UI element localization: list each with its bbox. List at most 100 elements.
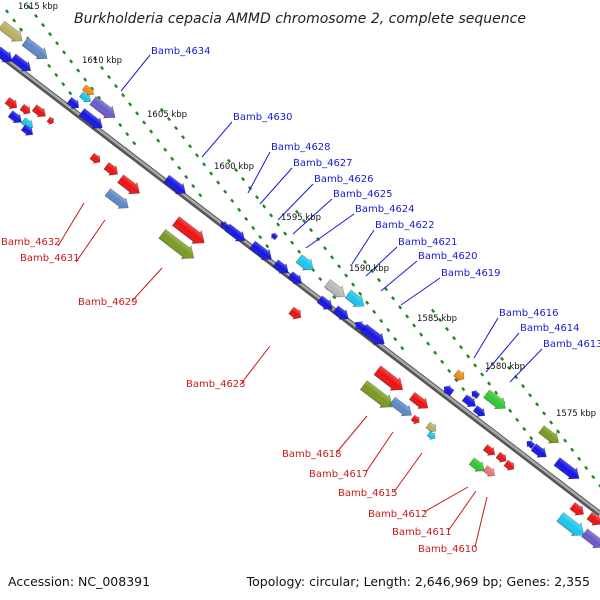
- gene-arrow[interactable]: [78, 91, 94, 105]
- gene-arrow[interactable]: [249, 240, 276, 265]
- gene-arrow[interactable]: [359, 379, 397, 414]
- tick-mark: [226, 158, 232, 164]
- gene-arrow[interactable]: [389, 396, 416, 421]
- gene-label[interactable]: Bamb_4624: [355, 204, 415, 215]
- gene-arrow[interactable]: [372, 364, 407, 396]
- gene-arrow[interactable]: [272, 258, 292, 277]
- gene-arrow[interactable]: [453, 369, 468, 384]
- gene-arrow[interactable]: [468, 456, 488, 475]
- gene-arrow[interactable]: [426, 430, 437, 441]
- gene-arrow[interactable]: [81, 84, 97, 98]
- gene-arrow[interactable]: [530, 442, 550, 461]
- gene-arrow[interactable]: [553, 456, 584, 484]
- gene-arrow[interactable]: [103, 161, 121, 179]
- gene-arrow[interactable]: [31, 103, 49, 120]
- gene-arrow[interactable]: [46, 116, 56, 126]
- tick-mark: [549, 420, 554, 425]
- gene-arrow[interactable]: [359, 323, 388, 350]
- gene-label[interactable]: Bamb_4630: [233, 112, 293, 123]
- tick-mark: [255, 195, 260, 200]
- gene-arrow[interactable]: [20, 123, 36, 138]
- gene-label[interactable]: Bamb_4622: [375, 220, 435, 231]
- gene-label[interactable]: Bamb_4621: [398, 237, 458, 248]
- gene-arrow[interactable]: [316, 294, 336, 313]
- gene-arrow[interactable]: [555, 511, 589, 542]
- gene-label[interactable]: Bamb_4625: [333, 189, 393, 200]
- tick-label: 1605 kbp: [147, 110, 187, 120]
- gene-arrow[interactable]: [0, 20, 27, 47]
- gene-label[interactable]: Bamb_4626: [314, 174, 374, 185]
- gene-arrow[interactable]: [218, 219, 230, 231]
- gene-arrow[interactable]: [441, 383, 455, 397]
- gene-label[interactable]: Bamb_4634: [151, 46, 211, 57]
- gene-arrow[interactable]: [7, 109, 25, 126]
- leader-line: [201, 121, 233, 158]
- gene-arrow[interactable]: [586, 511, 600, 529]
- gene-arrow[interactable]: [482, 443, 498, 458]
- gene-arrow[interactable]: [19, 103, 33, 117]
- gene-label[interactable]: Bamb_4618: [282, 449, 342, 460]
- gene-arrow[interactable]: [88, 95, 119, 124]
- gene-arrow[interactable]: [569, 501, 587, 519]
- gene-arrow[interactable]: [410, 414, 422, 426]
- gene-arrow[interactable]: [408, 391, 432, 413]
- gene-arrow[interactable]: [116, 173, 144, 199]
- gene-label[interactable]: Bamb_4631: [20, 253, 80, 264]
- map-title: Burkholderia cepacia AMMD chromosome 2, …: [74, 11, 526, 27]
- gene-arrow[interactable]: [580, 527, 600, 553]
- gene-arrow[interactable]: [323, 278, 349, 302]
- gene-label[interactable]: Bamb_4614: [520, 323, 580, 334]
- gene-arrow[interactable]: [288, 306, 305, 323]
- gene-arrow[interactable]: [425, 421, 439, 435]
- gene-arrow[interactable]: [4, 96, 20, 112]
- tick-mark: [454, 377, 459, 383]
- gene-label[interactable]: Bamb_4611: [392, 527, 452, 538]
- gene-label[interactable]: Bamb_4627: [293, 158, 353, 169]
- gene-arrow[interactable]: [482, 388, 510, 414]
- gene-arrow[interactable]: [495, 451, 509, 465]
- tick-mark: [76, 68, 81, 73]
- gene-label[interactable]: Bamb_4629: [78, 297, 138, 308]
- gene-arrow[interactable]: [472, 404, 488, 419]
- gene-label[interactable]: Bamb_4615: [338, 488, 398, 499]
- gene-arrow[interactable]: [66, 96, 82, 112]
- gene-label[interactable]: Bamb_4628: [271, 142, 331, 153]
- gene-arrow[interactable]: [503, 459, 517, 473]
- gene-label[interactable]: Bamb_4616: [499, 308, 559, 319]
- gene-arrow[interactable]: [287, 270, 305, 287]
- tick-mark: [251, 225, 256, 231]
- gene-arrow[interactable]: [171, 215, 209, 250]
- gene-arrow[interactable]: [78, 107, 107, 133]
- gene-label[interactable]: Bamb_4613: [543, 339, 600, 350]
- gene-label[interactable]: Bamb_4612: [368, 509, 428, 520]
- gene-label[interactable]: Bamb_4632: [1, 237, 61, 248]
- gene-arrow[interactable]: [295, 253, 318, 275]
- gene-arrow[interactable]: [21, 36, 52, 64]
- gene-arrow[interactable]: [269, 231, 279, 241]
- gene-arrow[interactable]: [89, 152, 103, 166]
- gene-arrow[interactable]: [482, 464, 498, 479]
- gene-label[interactable]: Bamb_4619: [441, 268, 501, 279]
- tick-mark: [99, 65, 105, 71]
- gene-arrow[interactable]: [332, 304, 352, 323]
- gene-label[interactable]: Bamb_4623: [186, 379, 246, 390]
- tick-mark: [188, 144, 193, 149]
- leader-line: [393, 452, 423, 493]
- gene-arrow[interactable]: [10, 53, 35, 76]
- gene-arrow[interactable]: [461, 393, 479, 410]
- gene-arrow[interactable]: [524, 438, 536, 450]
- gene-arrow[interactable]: [344, 288, 368, 311]
- gene-arrow[interactable]: [537, 424, 562, 448]
- gene-label[interactable]: Bamb_4617: [309, 469, 369, 480]
- gene-arrow[interactable]: [104, 187, 133, 213]
- tick-mark: [159, 107, 165, 113]
- gene-arrow[interactable]: [163, 174, 190, 199]
- gene-label[interactable]: Bamb_4620: [418, 251, 478, 262]
- tick-mark: [47, 63, 52, 69]
- gene-arrow[interactable]: [0, 45, 16, 66]
- gene-arrow[interactable]: [224, 223, 249, 246]
- gene-arrow[interactable]: [157, 227, 198, 264]
- tick-mark: [584, 465, 589, 471]
- gene-arrow[interactable]: [469, 388, 481, 400]
- gene-label[interactable]: Bamb_4610: [418, 544, 478, 555]
